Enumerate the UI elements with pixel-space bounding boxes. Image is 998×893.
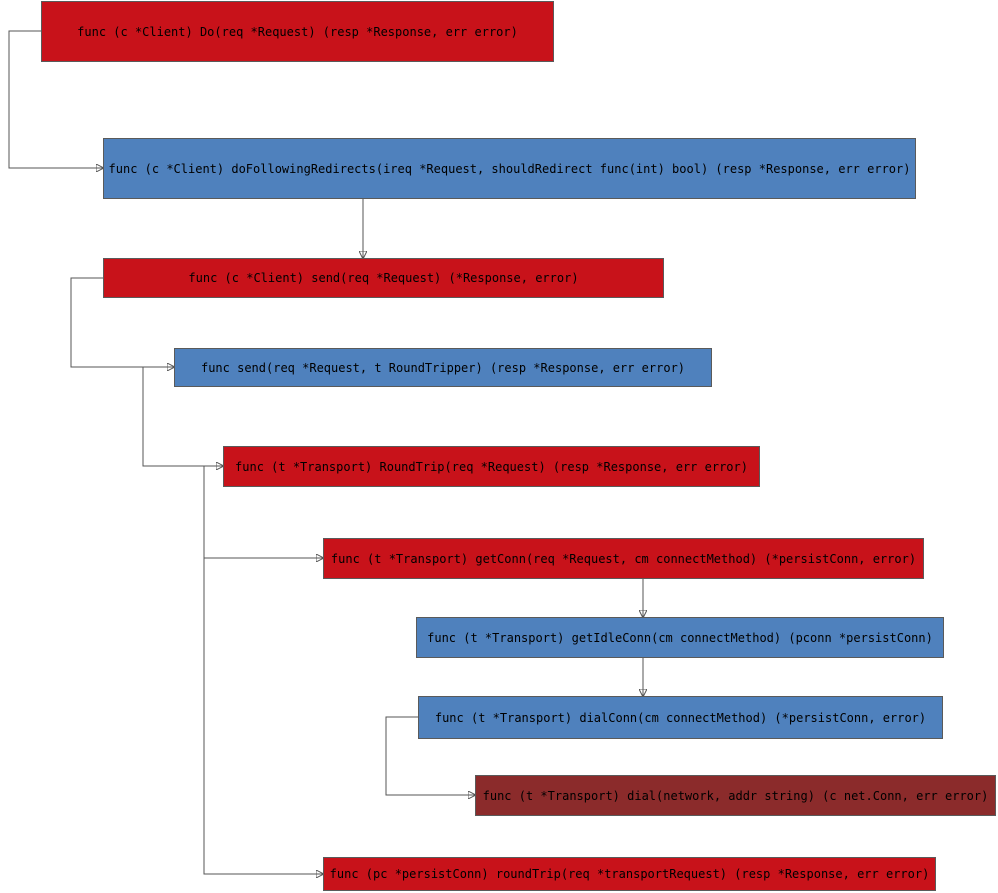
node-transport-roundtrip: func (t *Transport) RoundTrip(req *Reque… — [223, 446, 760, 487]
node-dial: func (t *Transport) dial(network, addr s… — [475, 775, 996, 816]
node-persist-conn-roundtrip: func (pc *persistConn) roundTrip(req *tr… — [323, 857, 936, 891]
node-client-do: func (c *Client) Do(req *Request) (resp … — [41, 1, 554, 62]
connector-dialconn-to-dial — [385, 716, 475, 795]
connector-send-to-roundtrip — [142, 366, 223, 466]
node-client-send: func (c *Client) send(req *Request) (*Re… — [103, 258, 664, 298]
connector-roundtrip-to-getconn — [203, 465, 323, 558]
node-get-idle-conn: func (t *Transport) getIdleConn(cm conne… — [416, 617, 944, 658]
node-get-conn: func (t *Transport) getConn(req *Request… — [323, 538, 924, 579]
connector-roundtrip-to-persist-roundtrip — [203, 558, 323, 874]
connector-client-send-to-send — [70, 277, 174, 367]
node-send: func send(req *Request, t RoundTripper) … — [174, 348, 712, 387]
node-do-following-redirects: func (c *Client) doFollowingRedirects(ir… — [103, 138, 916, 199]
connector-do-to-redirects — [8, 30, 103, 168]
node-dial-conn: func (t *Transport) dialConn(cm connectM… — [418, 696, 943, 739]
